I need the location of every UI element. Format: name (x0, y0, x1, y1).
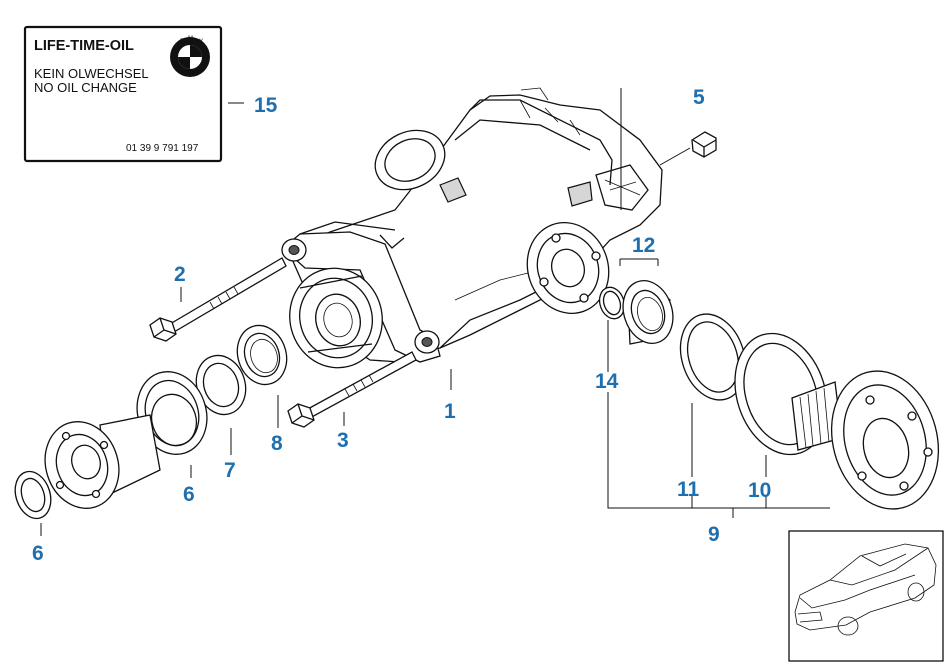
callout-12: 11 (677, 478, 700, 501)
callout-1: 1 (444, 400, 456, 423)
thumbnail-frame (788, 530, 944, 662)
callout-3: 3 (337, 429, 349, 452)
label-part-number: 01 39 9 791 197 (126, 143, 199, 154)
label-line-2: NO OIL CHANGE (34, 80, 137, 95)
vehicle-thumbnail (788, 530, 944, 662)
callout-13: 12 (632, 234, 655, 257)
logo-letter-b: B (180, 39, 184, 45)
logo-letter-w: W (197, 39, 203, 45)
callout-10: 9 (708, 523, 720, 546)
callouts: 15 5 2 12 14 1 3 8 7 6 6 11 10 9 (32, 86, 771, 565)
spacer-ring-right (679, 313, 747, 401)
callout-6: 6 (32, 542, 44, 565)
callout-9: 8 (271, 432, 283, 455)
bolt-upper (149, 257, 287, 342)
output-flange-right (791, 370, 940, 510)
callout-11: 10 (748, 479, 771, 502)
shaft-seal-right (622, 280, 674, 345)
bmw-logo: B M W (170, 36, 210, 77)
label-line-1: KEIN OLWECHSEL (34, 66, 149, 81)
shaft-seal-left (236, 324, 288, 386)
callout-15: 15 (254, 94, 278, 117)
seal-ring-small (14, 470, 52, 520)
oil-label-card: LIFE-TIME-OIL KEIN OLWECHSEL NO OIL CHAN… (23, 25, 223, 163)
bolt-lower (287, 351, 417, 428)
logo-letter-m: M (188, 36, 193, 42)
differential-housing (281, 87, 663, 369)
callout-7: 6 (183, 483, 195, 506)
thrust-washer-left (136, 371, 208, 455)
callout-5: 5 (693, 86, 705, 109)
callout-2: 2 (174, 263, 186, 286)
callout-14: 14 (595, 370, 619, 393)
breather-cap (659, 131, 717, 166)
callout-8: 7 (224, 459, 236, 482)
leader-lines (40, 102, 830, 536)
output-flange-left (44, 414, 161, 509)
car-outline-icon (794, 543, 937, 636)
label-title: LIFE-TIME-OIL (34, 38, 134, 54)
